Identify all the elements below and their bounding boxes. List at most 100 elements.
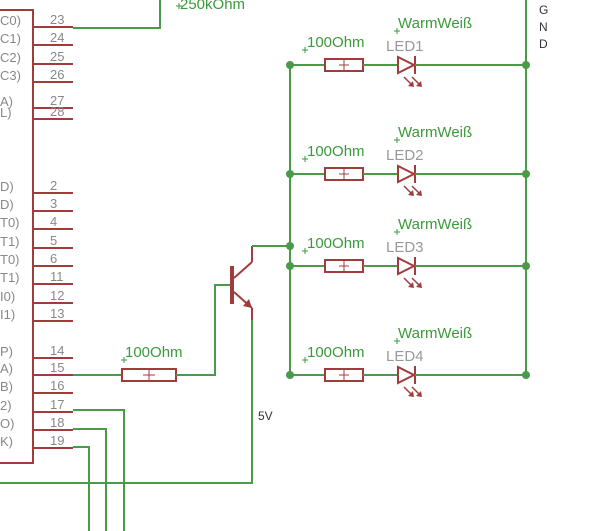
ic-pin-label: I0) — [0, 289, 15, 304]
ic-pin: T0) 6 — [0, 251, 73, 267]
pot-value-label: 250kOhm — [180, 0, 245, 13]
ic-pin: T0) 4 — [0, 214, 73, 230]
gnd-label: G N D — [539, 3, 548, 51]
ic-pin-label: P) — [0, 344, 13, 359]
pin19-wire — [73, 446, 90, 531]
ic-pin-number: 28 — [50, 104, 64, 119]
ic-pin-label: T0) — [0, 215, 20, 230]
ic-pin: B) 16 — [0, 378, 73, 394]
ic-pin: C1)24 — [0, 30, 73, 46]
junction-dot — [286, 371, 294, 379]
collector-junction-dot — [286, 242, 294, 250]
base-resistor-value: 100Ohm — [125, 344, 183, 361]
ic-pin: I0) 12 — [0, 288, 73, 304]
ic-pin: D)2 — [0, 178, 73, 194]
ic-pin: P) 14 — [0, 343, 73, 359]
ic-pin-number: 26 — [50, 67, 64, 82]
junction-dot — [522, 262, 530, 270]
ic-pin: T1) 5 — [0, 233, 73, 249]
ic-pin-label: T1) — [0, 270, 20, 285]
pin17-wire — [73, 409, 125, 531]
ic-pin-number: 6 — [50, 251, 57, 266]
ic-pin-number: 12 — [50, 288, 64, 303]
npn-transistor — [230, 246, 253, 320]
junction-dot — [522, 371, 530, 379]
ic-pin-number: 4 — [50, 214, 57, 229]
junction-dot — [286, 170, 294, 178]
ic-pin: A)15 — [0, 360, 73, 376]
led-symbol — [397, 365, 417, 385]
junction-dot — [286, 262, 294, 270]
led-symbol — [397, 164, 417, 184]
ic-pin: C0) 23 — [0, 12, 73, 28]
ic-pin-label: 2) — [0, 398, 12, 413]
branch-resistor-value: 100Ohm — [307, 344, 365, 361]
ic-pin-label: C3) — [0, 68, 21, 83]
ic-pin-label: I1) — [0, 307, 15, 322]
ic-pin-number: 2 — [50, 178, 57, 193]
ic-pin-label: O) — [0, 416, 14, 431]
led-name: LED4 — [386, 348, 424, 365]
ic-pin: D) 3 — [0, 196, 73, 212]
ic-pin: O) 18 — [0, 415, 73, 431]
ic-pin: K) 19 — [0, 433, 73, 449]
ic-pin: A) 27 — [0, 93, 73, 109]
ic-pin-label: L) — [0, 105, 12, 120]
ic-pin-label: C0) — [0, 13, 21, 28]
ic-pin-number: 11 — [50, 269, 64, 284]
ic-pin-number: 13 — [50, 306, 64, 321]
led-symbol — [397, 256, 417, 276]
ic-pin-number: 16 — [50, 378, 64, 393]
ic-pin-label: B) — [0, 379, 13, 394]
microcontroller-ic — [0, 9, 34, 464]
svg-text:N: N — [539, 20, 548, 34]
ic-pin-number: 14 — [50, 343, 64, 358]
ic-pin-number: 25 — [50, 49, 64, 64]
led-value: WarmWeiß — [398, 124, 472, 141]
svg-text:G: G — [539, 3, 548, 17]
ic-pin-number: 18 — [50, 415, 64, 430]
ic-pin-label: A) — [0, 361, 13, 376]
led-branch: 100Ohm LED4 WarmWeiß — [286, 325, 530, 397]
ic-pin-number: 24 — [50, 30, 64, 45]
led-value: WarmWeiß — [398, 325, 472, 342]
led-name: LED1 — [386, 38, 424, 55]
base-resistor — [121, 368, 177, 382]
ic-pin: 2) 17 — [0, 397, 73, 413]
ic-pin-number: 27 — [50, 93, 64, 108]
junction-dot — [286, 61, 294, 69]
base-wire-right — [176, 284, 232, 376]
ic-pin-group: C0)23C1)24C2)25C3)26A)27L)28D)2D)3T0)4T1… — [0, 12, 73, 449]
led-name: LED3 — [386, 239, 424, 256]
ic-pin-number: 19 — [50, 433, 64, 448]
ic-pin-number: 5 — [50, 233, 57, 248]
led-branch: 100Ohm LED2 WarmWeiß — [286, 124, 530, 196]
ic-pin-number: 17 — [50, 397, 64, 412]
emitter-wire — [0, 320, 253, 484]
supply-label: 5V — [258, 409, 273, 423]
ic-pin-label: A) — [0, 94, 13, 109]
ic-pin: L) 28 — [0, 104, 73, 120]
led-value: WarmWeiß — [398, 216, 472, 233]
junction-dot — [522, 61, 530, 69]
ic-body-outline — [0, 9, 34, 464]
ic-pin: T1) 11 — [0, 269, 73, 285]
ic-pin-number: 3 — [50, 196, 57, 211]
ic-pin-label: D) — [0, 197, 14, 212]
ic-pin-label: K) — [0, 434, 13, 449]
svg-text:D: D — [539, 37, 548, 51]
branch-resistor-value: 100Ohm — [307, 143, 365, 160]
ic-pin: I1) 13 — [0, 306, 73, 322]
ic-pin-number: 23 — [50, 12, 64, 27]
emitter-arrow — [243, 299, 252, 308]
ic-pin-label: T0) — [0, 252, 20, 267]
ic-pin-label: T1) — [0, 234, 20, 249]
led-symbol — [397, 55, 417, 75]
transistor-collector — [233, 261, 253, 279]
led-name: LED2 — [386, 147, 424, 164]
pot-wire — [73, 0, 161, 29]
ic-pin-label: C2) — [0, 50, 21, 65]
